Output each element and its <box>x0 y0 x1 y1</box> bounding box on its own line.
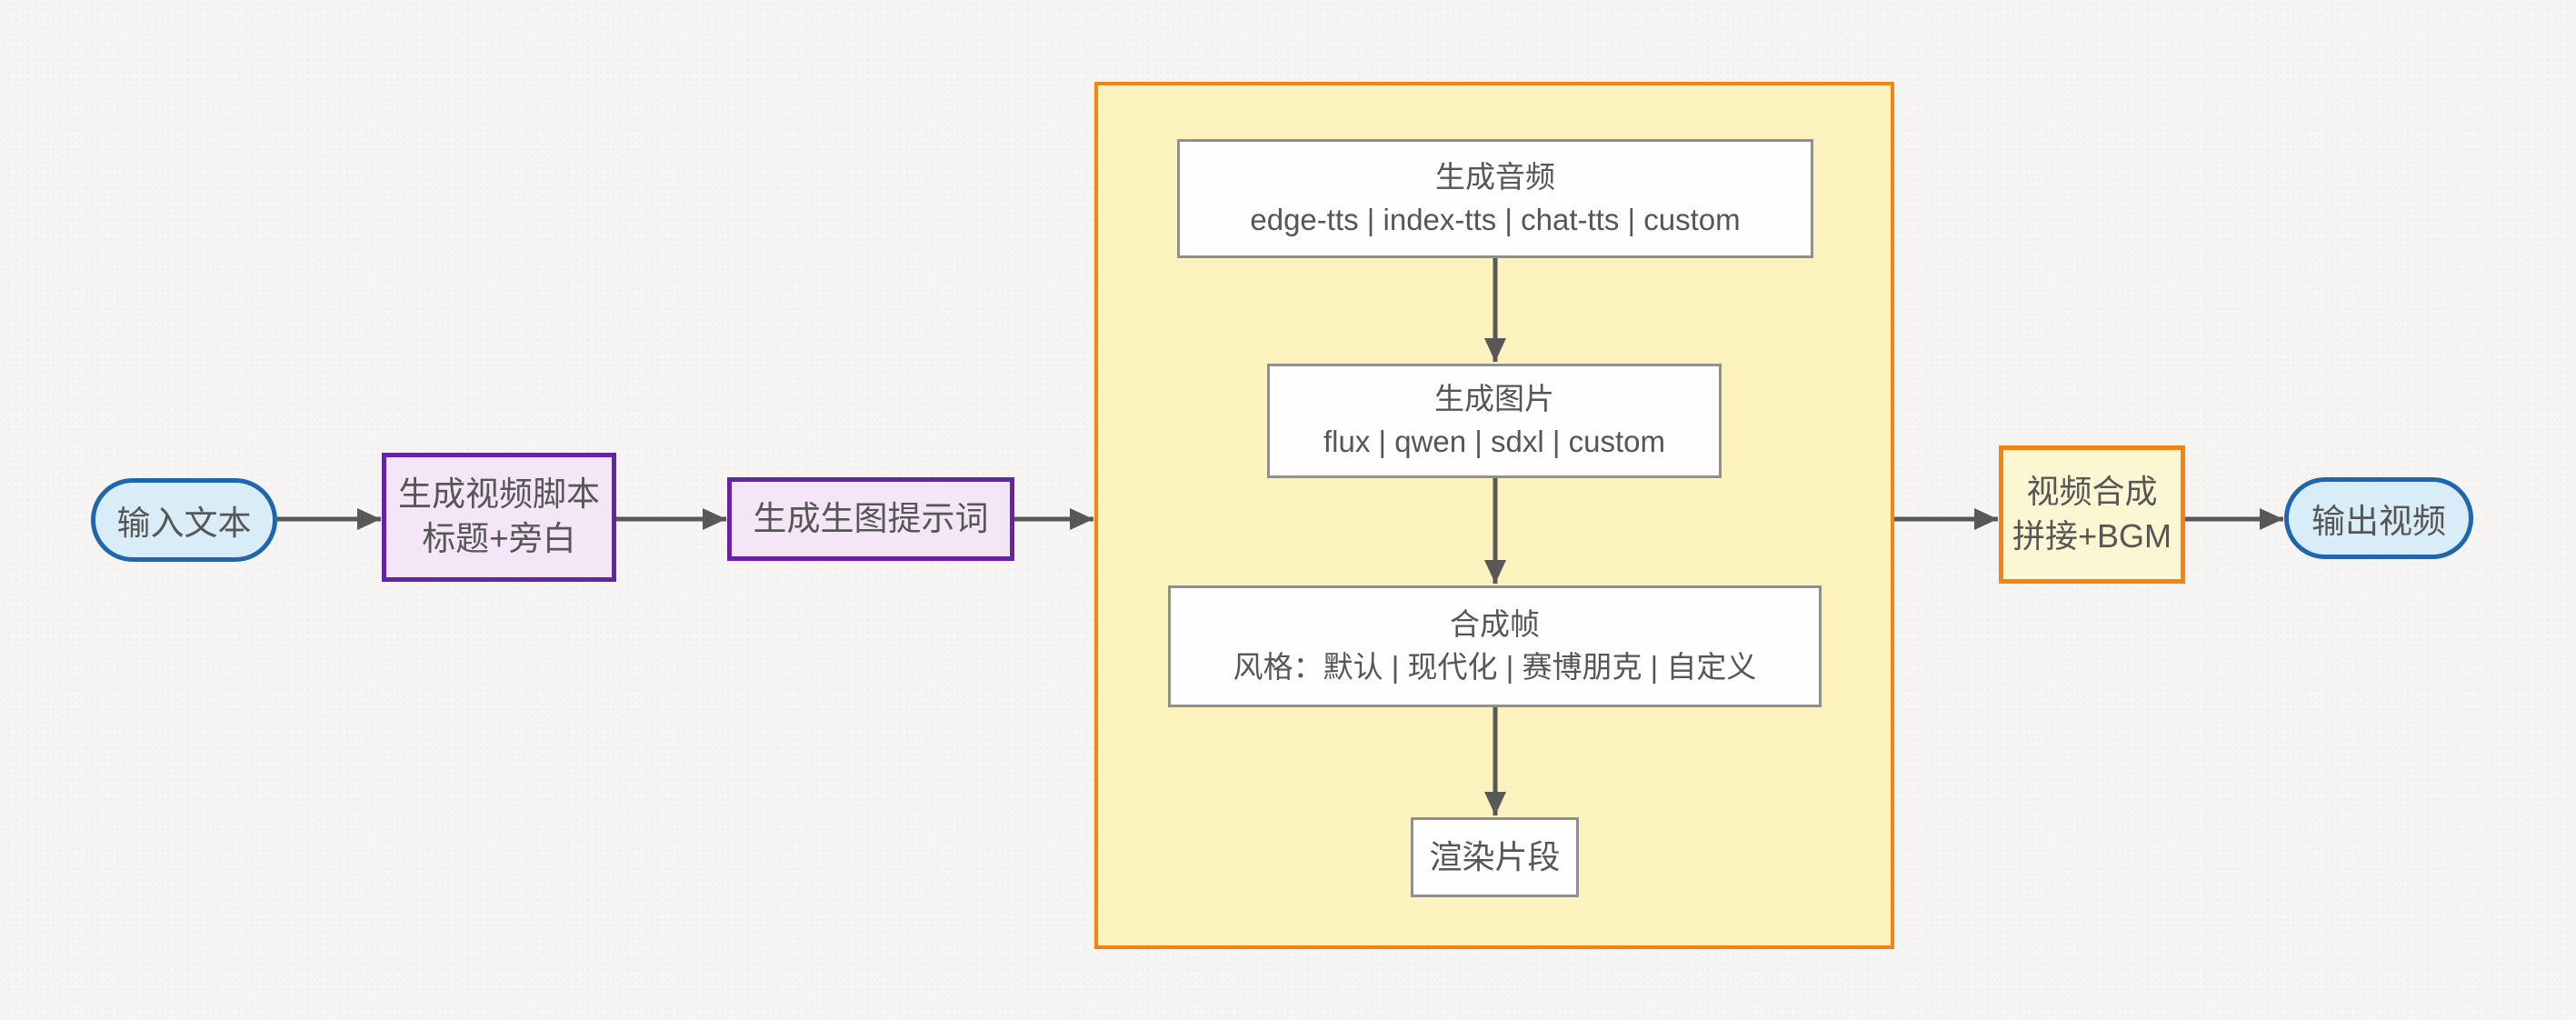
node-generate-script-line1: 生成视频脚本 <box>398 475 600 514</box>
node-generate-image-title: 生成图片 <box>1434 382 1554 416</box>
node-generate-audio-options: edge-tts | index-tts | chat-tts | custom <box>1250 202 1741 236</box>
node-render-clip: 渲染片段 <box>1411 817 1579 897</box>
node-generate-image: 生成图片 flux | qwen | sdxl | custom <box>1267 364 1722 478</box>
node-generate-audio: 生成音频 edge-tts | index-tts | chat-tts | c… <box>1177 139 1813 258</box>
node-generate-audio-title: 生成音频 <box>1435 159 1555 194</box>
node-video-compose: 视频合成 拼接+BGM <box>1999 445 2185 584</box>
node-render-clip-label: 渲染片段 <box>1429 838 1561 876</box>
node-output-video: 输出视频 <box>2284 477 2473 559</box>
node-output-video-label: 输出视频 <box>2311 503 2446 540</box>
node-compose-frames-title: 合成帧 <box>1450 607 1540 642</box>
node-input-text-label: 输入文本 <box>116 505 252 542</box>
node-generate-script-line2: 标题+旁白 <box>422 520 576 557</box>
node-generate-script: 生成视频脚本 标题+旁白 <box>382 453 616 582</box>
node-input-text: 输入文本 <box>91 478 277 562</box>
node-generate-image-options: flux | qwen | sdxl | custom <box>1323 425 1666 458</box>
node-generate-prompt: 生成生图提示词 <box>727 477 1014 561</box>
node-video-compose-line1: 视频合成 <box>2026 473 2158 511</box>
node-compose-frames: 合成帧 风格：默认 | 现代化 | 赛博朋克 | 自定义 <box>1168 585 1822 707</box>
node-video-compose-line2: 拼接+BGM <box>2012 517 2172 555</box>
node-compose-frames-options: 风格：默认 | 现代化 | 赛博朋克 | 自定义 <box>1233 650 1757 684</box>
node-generate-prompt-label: 生成生图提示词 <box>753 499 989 537</box>
